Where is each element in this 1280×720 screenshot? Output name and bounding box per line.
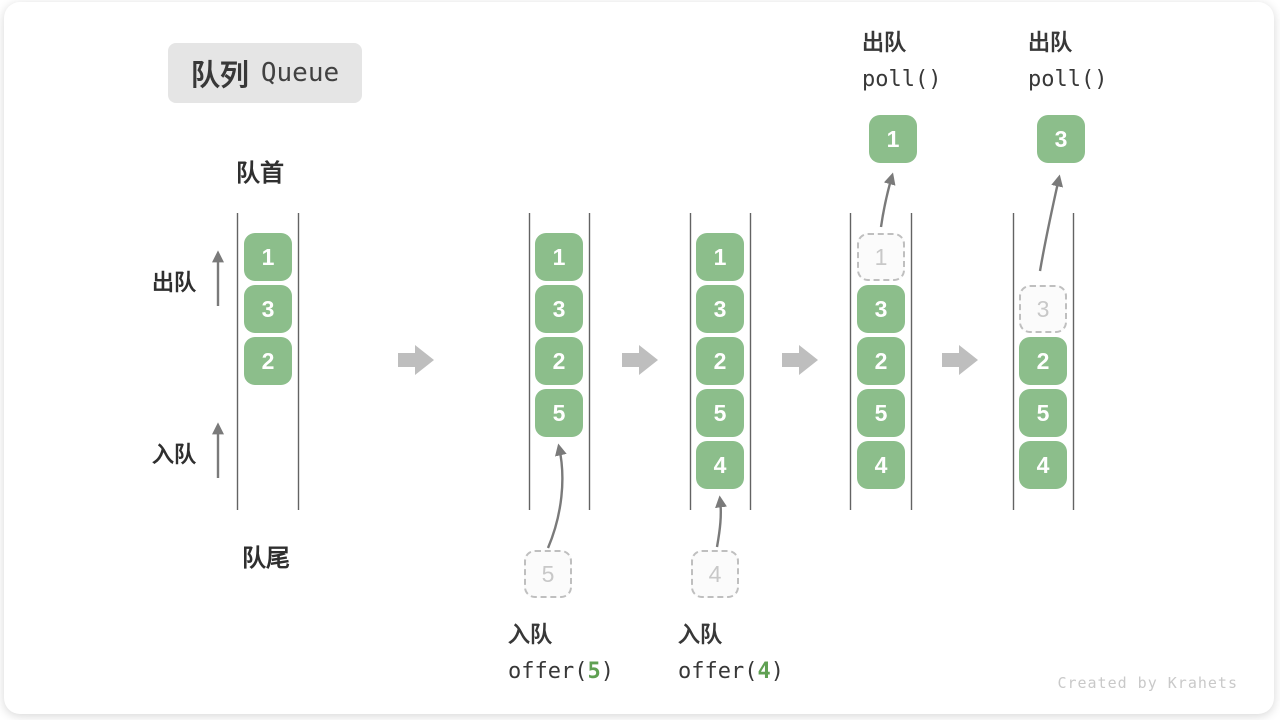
queue-item: 2 bbox=[244, 337, 292, 385]
right-block-arrow-icon bbox=[622, 345, 658, 375]
popped-item: 1 bbox=[869, 115, 917, 163]
dequeue-label: 出队 bbox=[1028, 30, 1073, 55]
enqueue-operation-1: 入队 offer(5) bbox=[508, 616, 614, 690]
queue-item: 4 bbox=[857, 441, 905, 489]
title-zh: 队列 bbox=[190, 60, 249, 92]
queue-container-lines bbox=[236, 213, 1075, 510]
queue-front-label: 队首 bbox=[236, 160, 284, 187]
enqueue-label: 入队 bbox=[678, 622, 723, 647]
queue-item: 3 bbox=[696, 285, 744, 333]
code-fn: offer( bbox=[678, 659, 758, 684]
queue-item: 2 bbox=[857, 337, 905, 385]
code-arg: 4 bbox=[757, 659, 771, 684]
watermark: Created by Krahets bbox=[1057, 674, 1238, 692]
queue-item: 1 bbox=[696, 233, 744, 281]
enqueue-code: offer(4) bbox=[678, 653, 784, 690]
step-block-arrow-icons bbox=[398, 345, 978, 375]
queue-item: 3 bbox=[244, 285, 292, 333]
poll3-arrow-icon bbox=[1038, 174, 1064, 272]
dequeue-code: poll() bbox=[1028, 67, 1108, 92]
right-block-arrow-icon bbox=[398, 345, 434, 375]
pending-item: 4 bbox=[691, 550, 739, 598]
queue-item: 2 bbox=[535, 337, 583, 385]
queue-item: 1 bbox=[244, 233, 292, 281]
queue-item-removed: 3 bbox=[1019, 285, 1067, 333]
queue-item: 5 bbox=[1019, 389, 1067, 437]
queue-item: 5 bbox=[696, 389, 744, 437]
queue-item: 2 bbox=[696, 337, 744, 385]
offer5-arrow-icon bbox=[546, 443, 567, 549]
queue-item: 4 bbox=[1019, 441, 1067, 489]
code-close: ) bbox=[600, 659, 614, 684]
queue-item: 2 bbox=[1019, 337, 1067, 385]
title-en: Queue bbox=[260, 58, 340, 88]
code-arg: 5 bbox=[587, 659, 601, 684]
queue-rear-label: 队尾 bbox=[242, 545, 290, 572]
enqueue-side-label: 入队 bbox=[152, 442, 197, 467]
offer4-arrow-icon bbox=[715, 495, 727, 548]
queue-item: 3 bbox=[535, 285, 583, 333]
dequeue-side-label: 出队 bbox=[152, 270, 197, 295]
enqueue-operation-2: 入队 offer(4) bbox=[678, 616, 784, 690]
queue-item: 5 bbox=[535, 389, 583, 437]
enqueue-label: 入队 bbox=[508, 622, 553, 647]
dequeue-operation-1: 出队 poll() bbox=[862, 24, 941, 98]
poll1-arrow-icon bbox=[879, 172, 896, 228]
code-fn: offer( bbox=[508, 659, 588, 684]
queue-item: 5 bbox=[857, 389, 905, 437]
queue-item-removed: 1 bbox=[857, 233, 905, 281]
diagram-title: 队列 Queue bbox=[168, 43, 362, 103]
dequeue-code: poll() bbox=[862, 67, 942, 92]
popped-item: 3 bbox=[1037, 115, 1085, 163]
pending-item: 5 bbox=[524, 550, 572, 598]
queue-item: 4 bbox=[696, 441, 744, 489]
dequeue-operation-2: 出队 poll() bbox=[1028, 24, 1107, 98]
queue-item: 3 bbox=[857, 285, 905, 333]
right-block-arrow-icon bbox=[942, 345, 978, 375]
queue-item: 1 bbox=[535, 233, 583, 281]
code-close: ) bbox=[770, 659, 784, 684]
dequeue-label: 出队 bbox=[862, 30, 907, 55]
enqueue-code: offer(5) bbox=[508, 653, 614, 690]
right-block-arrow-icon bbox=[782, 345, 818, 375]
flow-arrows bbox=[212, 172, 1064, 549]
